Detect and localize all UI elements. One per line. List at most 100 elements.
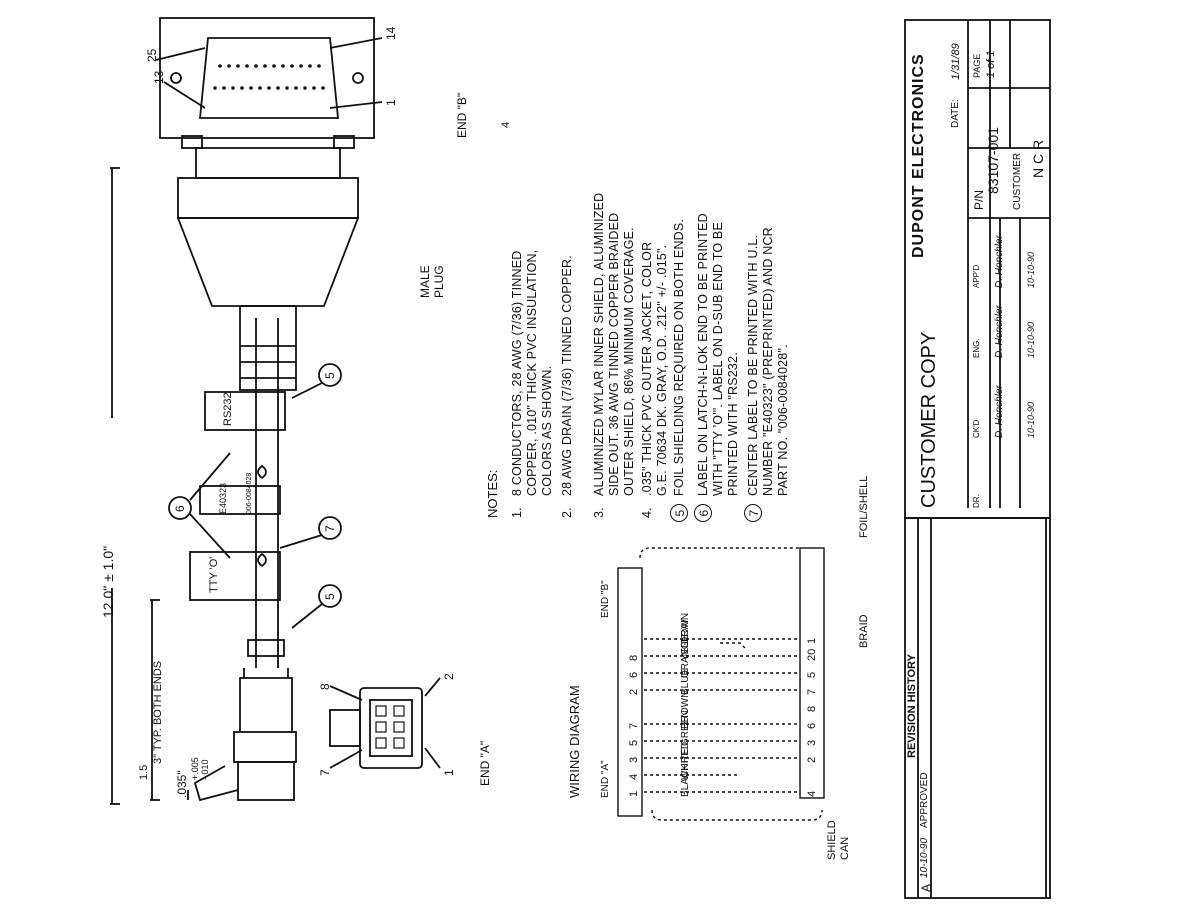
signoff-role: APP'D [972,264,981,288]
latch-tab [329,709,361,747]
wiring-diagram [617,547,825,821]
dsub-pin-dot [308,64,312,68]
dsub-mount-hole-bottom [352,72,364,84]
wire-end-b-pin: 2 [806,756,818,763]
dsub-pin-dot [236,64,240,68]
latch-end-view [329,677,441,769]
note-body-2: 28 AWG DRAIN (7/36) TINNED COPPER. [560,255,575,496]
foil-shell-label: FOIL/SHELL [858,475,870,538]
wiring-end-b-label: END "B" [600,580,611,618]
latch-face-inner [369,699,413,757]
note-line: PRINTED WITH "RS232. [726,352,740,496]
revision-desc: APPROVED [919,772,930,828]
wire-end-a-pin: 2 [628,688,640,695]
wire-color-label: BROWN [680,690,691,729]
note-number-7: 7 [744,504,762,522]
latch-connector-body [237,761,295,801]
note-line: CENTER LABEL TO BE PRINTED WITH U.L. [746,234,760,496]
dsub-backshell [177,177,359,219]
dsub-shroud [195,147,341,179]
shield-can-line2: CAN [839,836,851,860]
dsub-shell [199,37,339,119]
callout-6 [168,496,192,520]
dim-both-ends-line2: 3" TYP. BOTH ENDS [152,660,164,764]
revision-date: 10-10-90 [919,837,930,878]
wire-end-b-pin: 8 [806,705,818,712]
note-line: SIDE OUT. 36 AWG TINNED COPPER BRAIDED [607,212,621,496]
dsub-screw-bottom [333,135,355,149]
note-line: 8 CONDUCTORS, 28 AWG (7/36) TINNED [510,250,524,496]
callout-7 [318,516,342,540]
dsub-pin-dot [299,64,303,68]
customer-copy-stamp: CUSTOMER COPY [918,331,940,508]
note-line: G.E. 70634 DK. GRAY, O.D. .212" +/- .015… [655,244,669,496]
end-b-shield-loop [639,547,800,559]
wire-color-label: DRAIN [680,612,691,644]
signoff-date: 10-10-90 [1026,401,1036,438]
dim-length-label: 12.0" ± 1.0" [100,545,116,618]
wiring-end-a-label: END "A" [600,760,611,798]
revision-title: REVISION HISTORY [906,654,918,758]
wire-end-a-pin: 4 [628,773,640,780]
wire-end-a-pin: 6 [628,671,640,678]
page-value: 1 of 1 [985,50,997,78]
male-plug-line1: MALE [418,265,432,298]
dsub-pin-14: 14 [384,26,398,40]
dsub-screw-top [181,135,203,149]
callout-7-text: 7 [323,525,337,532]
notes-heading: NOTES: [485,469,500,518]
company-name: DUPONT ELECTRONICS [910,53,927,258]
note-body-7: CENTER LABEL TO BE PRINTED WITH U.L.NUMB… [746,227,791,496]
note-line: FOIL SHIELDING REQUIRED ON BOTH ENDS. [672,218,686,496]
wire-end-b-pin: 1 [806,637,818,644]
latch-pin-1: 1 [442,769,456,776]
end-b-label: END "B" [455,92,469,138]
note-number-1: 1. [510,507,524,518]
dsub-pin-dot [222,86,226,90]
end-a-label: END "A" [478,740,492,786]
label-ul-top: E40323 [218,482,228,514]
cable-assembly [110,135,360,805]
wire-end-a-pin: 1 [628,790,640,797]
note-line: PART NO. "006-0084028". [776,344,790,496]
note-body-5: FOIL SHIELDING REQUIRED ON BOTH ENDS. [672,219,687,496]
dsub-pin-25: 25 [145,48,159,62]
dim-jacket-strip: .035" [175,770,189,798]
dsub-pin-dot [272,64,276,68]
title-box [904,19,1051,519]
latch-pin-8: 8 [318,683,332,690]
customer-label: CUSTOMER [1012,152,1023,210]
date-value: 1/31/89 [950,43,962,80]
dsub-pin-dot [231,86,235,90]
signoff-role: DR. [972,494,981,508]
note-line: COPPER, .010" THICK PVC INSULATION, [525,249,539,496]
note-line: ALUMINIZED MYLAR INNER SHIELD, ALUMINIZE… [592,192,606,496]
dsub-pin-1: 1 [384,99,398,106]
dsub-pin-dot [249,86,253,90]
dsub-pin-dot [281,64,285,68]
wiring-end-a-box [617,567,643,817]
callout-5-lower [318,584,342,608]
label-ul-bottom: 006-0084028 [246,472,253,514]
wire-end-a-pin: 8 [628,654,640,661]
title-block [904,19,1051,899]
wire-end-b-pin: 4 [806,790,818,797]
callout-5-upper [318,363,342,387]
note-number-2: 2. [560,507,574,518]
note-line: 28 AWG DRAIN (7/36) TINNED COPPER. [560,255,574,496]
label-band-tty [247,639,285,657]
dsub-pin-dot [227,64,231,68]
note-number-5: 5 [670,504,688,522]
shield-can-label: SHIELD CAN [826,820,852,860]
note-line: COLORS AS SHOWN. [540,365,554,496]
wire-end-a-pin: 7 [628,722,640,729]
dsub-pin-dot [267,86,271,90]
wire-end-a-pin: 5 [628,739,640,746]
date-label: DATE: [950,99,961,128]
pn-label: P/N [972,189,986,210]
dsub-pin-dot [294,86,298,90]
dsub-pin-dot [317,64,321,68]
callout-5-lower-text: 5 [323,593,337,600]
